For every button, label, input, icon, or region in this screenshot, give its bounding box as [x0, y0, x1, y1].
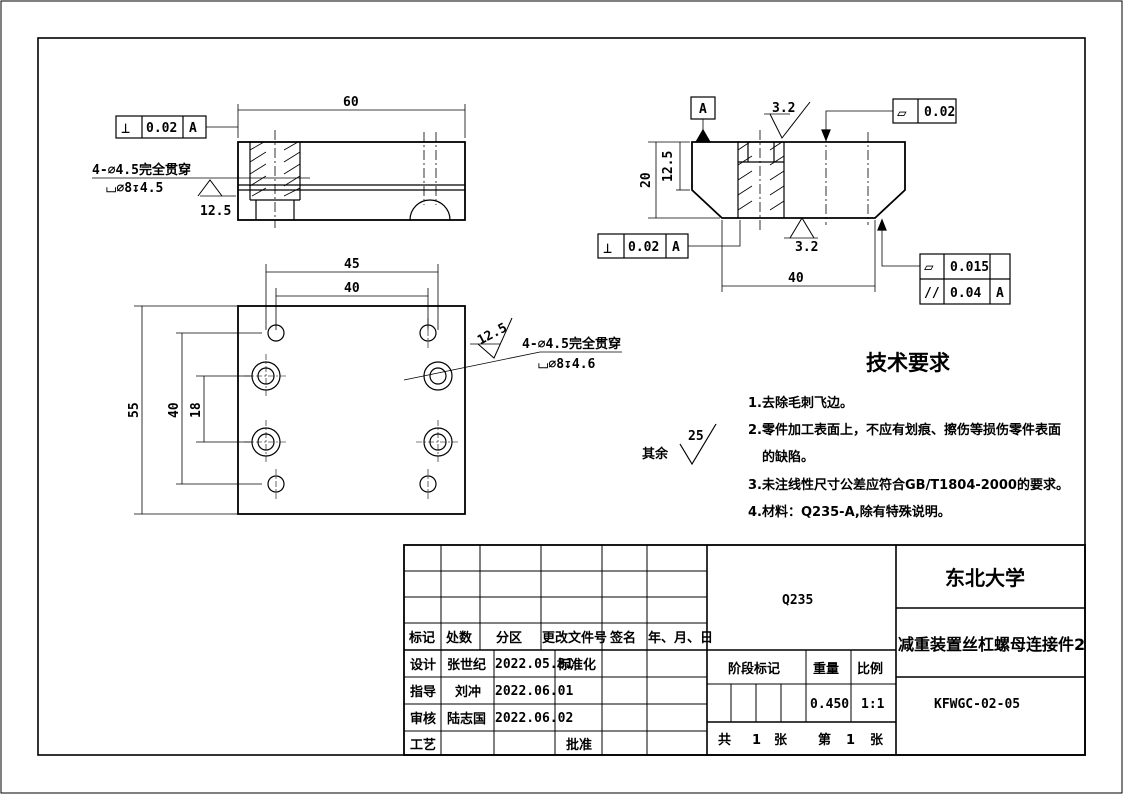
- sheet-unit: 张: [870, 733, 884, 748]
- review-label: 审核: [410, 711, 436, 727]
- tech-item-2: 2.零件加工表面上，不应有划痕、擦伤等损伤零件表面: [748, 422, 1061, 438]
- weight-value: 0.450: [810, 697, 849, 712]
- design-date: 2022.05.31: [495, 657, 573, 672]
- weight-label: 重量: [813, 661, 839, 677]
- top-hole-note-1: 4-⌀4.5完全贯穿: [522, 336, 621, 352]
- side-flat-value: 0.02: [924, 105, 955, 120]
- side-datum-label: A: [699, 102, 707, 117]
- reviewer-name: 陆志国: [447, 711, 486, 727]
- front-view: [92, 104, 466, 228]
- side-perp-symbol: ⊥: [603, 239, 612, 257]
- drawing-number: KFWGC-02-05: [934, 697, 1020, 712]
- header-signature: 签名: [609, 630, 636, 646]
- standard-label: 标准化: [556, 657, 596, 673]
- total-count: 1: [752, 733, 761, 748]
- front-perp-datum: A: [189, 121, 197, 136]
- side-width-dim: 40: [788, 271, 804, 286]
- tech-title: 技术要求: [866, 351, 950, 375]
- side-flat2-symbol: ▱: [924, 257, 934, 276]
- side-flat-symbol: ▱: [897, 103, 907, 122]
- front-hole-note-1: 4-⌀4.5完全贯穿: [92, 162, 191, 178]
- side-inner-height-dim: 12.5: [661, 151, 676, 182]
- front-width-dim: 60: [343, 95, 359, 110]
- top-dim-40: 40: [344, 281, 360, 296]
- tech-item-4: 3.未注线性尺寸公差应符合GB/T1804-2000的要求。: [748, 477, 1069, 493]
- front-roughness: 12.5: [200, 204, 231, 219]
- side-height-dim: 20: [639, 172, 654, 188]
- side-roughness-bottom: 3.2: [795, 240, 818, 255]
- top-hole-note-2: ⌴⌀8↧4.6: [538, 357, 596, 372]
- header-change-doc: 更改文件号: [542, 630, 607, 646]
- top-dim-40v: 40: [167, 402, 182, 418]
- header-mark: 标记: [408, 630, 435, 646]
- front-perp-value: 0.02: [146, 121, 177, 136]
- scale-label: 比例: [857, 661, 883, 677]
- guide-label: 指导: [410, 684, 436, 700]
- sheet-no: 1: [846, 733, 855, 748]
- top-dim-55: 55: [127, 402, 142, 418]
- tech-item-3: 的缺陷。: [762, 449, 814, 465]
- other-roughness-symbol: [679, 423, 717, 466]
- review-date: 2022.06.02: [495, 711, 573, 726]
- total-unit: 张: [774, 733, 788, 748]
- side-par-symbol: //: [924, 286, 940, 301]
- other-roughness-value: 25: [688, 429, 704, 444]
- side-par-datum: A: [996, 286, 1004, 301]
- header-date: 年、月、日: [648, 630, 713, 646]
- side-view: [597, 96, 1011, 305]
- front-hole-note-2: ⌴⌀8↧4.5: [106, 181, 163, 196]
- header-count: 处数: [445, 630, 473, 646]
- top-view: [134, 264, 622, 515]
- side-flat2-value: 0.015: [950, 260, 989, 275]
- scale-value: 1:1: [861, 697, 885, 712]
- sheet-label: 第: [818, 732, 831, 748]
- guide-name: 刘冲: [455, 684, 481, 700]
- university-name: 东北大学: [945, 566, 1025, 590]
- other-roughness-label: 其余: [642, 446, 669, 462]
- part-name: 减重装置丝杠螺母连接件2: [898, 635, 1085, 654]
- header-zone: 分区: [496, 630, 522, 646]
- guide-date: 2022.06.01: [495, 684, 573, 699]
- side-par-value: 0.04: [950, 286, 981, 301]
- front-perp-symbol: ⊥: [121, 119, 130, 137]
- top-dim-18: 18: [189, 402, 204, 418]
- side-perp-value: 0.02: [628, 240, 659, 255]
- designer-name: 张世纪: [447, 657, 486, 673]
- title-block: [403, 544, 1086, 756]
- process-label: 工艺: [410, 737, 436, 753]
- top-dim-45: 45: [344, 257, 360, 272]
- material: Q235: [782, 593, 813, 608]
- total-label: 共: [718, 732, 731, 748]
- side-perp-datum: A: [672, 240, 680, 255]
- stage-label: 阶段标记: [728, 661, 780, 677]
- tech-item-1: 1.去除毛刺飞边。: [748, 395, 853, 411]
- design-label: 设计: [410, 657, 436, 673]
- tech-item-5: 4.材料：Q235-A,除有特殊说明。: [748, 504, 951, 520]
- side-roughness-top: 3.2: [772, 101, 795, 116]
- approve-label: 批准: [566, 737, 592, 753]
